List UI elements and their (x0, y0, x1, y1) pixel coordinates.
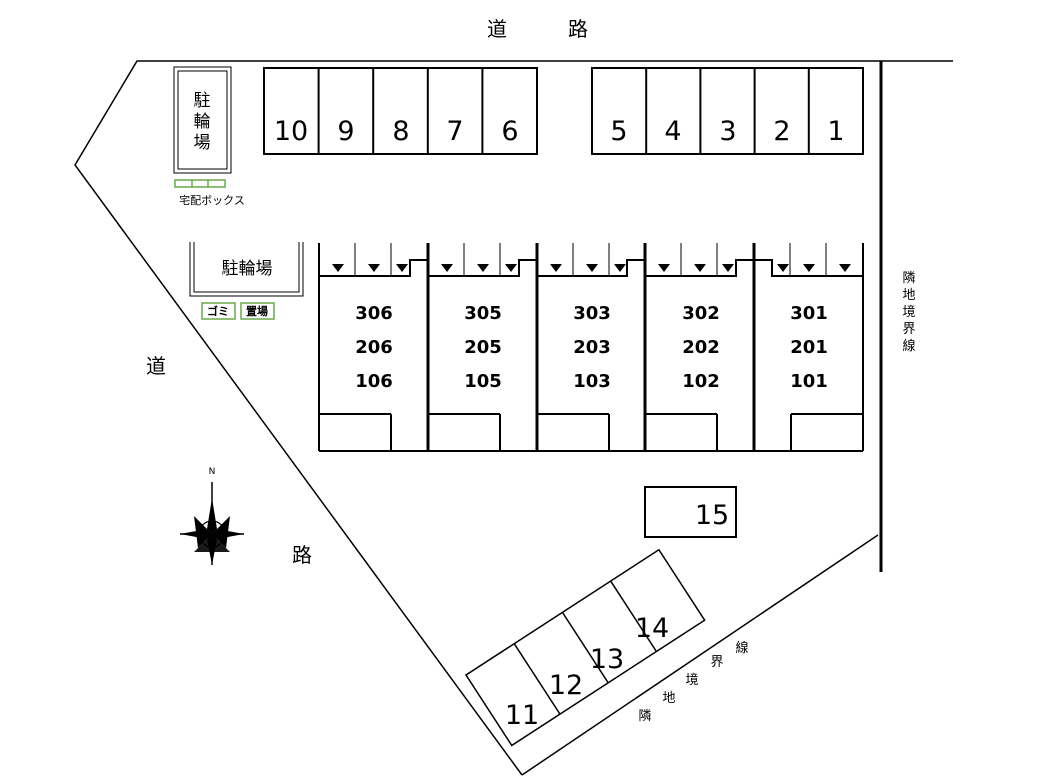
neighbor-boundary-label-right: 隣 地 境 界 線 (902, 270, 915, 354)
parking-space-number: 1 (827, 116, 844, 147)
road-left-char-2: 路 (292, 543, 312, 567)
parking-top-numbers: 10 9 8 7 6 5 4 3 2 1 (274, 116, 845, 147)
parking-space-number: 9 (337, 116, 354, 147)
bicycle-parking-top: 駐 輪 場 (173, 66, 232, 174)
unit-numbers: 306 206 106 305 205 105 303 203 103 302 … (355, 303, 828, 392)
parking-space-number: 4 (664, 116, 681, 147)
parking-top-group-left (263, 67, 538, 155)
neighbor-right-char: 界 (902, 322, 915, 337)
unit-number: 206 (355, 337, 393, 358)
delivery-box-label: 宅配ボックス (179, 193, 245, 207)
bicycle-top-char: 駐 (194, 91, 211, 111)
neighbor-right-char: 境 (902, 305, 915, 320)
garbage-area: ゴミ 置場 (201, 302, 275, 320)
compass-north-label: N (209, 467, 216, 477)
unit-number: 302 (682, 303, 720, 324)
building (318, 243, 864, 452)
parking-space-number: 10 (274, 116, 308, 147)
neighbor-bottom-char: 地 (662, 691, 675, 706)
unit-number: 202 (682, 337, 720, 358)
neighbor-bottom-char: 界 (710, 655, 723, 670)
neighbor-right-char: 隣 (902, 270, 915, 286)
neighbor-bottom-char: 隣 (638, 708, 651, 724)
unit-number: 203 (573, 337, 611, 358)
road-top-char-2: 路 (568, 17, 588, 41)
unit-number: 105 (464, 371, 502, 392)
parking-space-number: 6 (501, 116, 518, 147)
parking-space-number: 12 (549, 670, 583, 701)
bicycle-top-char: 場 (194, 133, 211, 153)
parking-bottom-numbers: 11 12 13 14 (505, 613, 669, 731)
neighbor-right-char: 地 (902, 288, 915, 303)
unit-number: 303 (573, 303, 611, 324)
unit-number: 301 (790, 303, 828, 324)
parking-space-number: 2 (773, 116, 790, 147)
parking-top-group-right (591, 67, 864, 155)
parking-space-number: 13 (590, 644, 624, 675)
parking-bottom-group (464, 548, 706, 747)
neighbor-bottom-char: 境 (685, 673, 698, 688)
unit-number: 306 (355, 303, 393, 324)
bicycle-middle-label: 駐輪場 (222, 259, 273, 279)
road-left-char-1: 道 (146, 354, 166, 378)
unit-number: 106 (355, 371, 393, 392)
neighbor-right-char: 線 (902, 338, 915, 354)
parking-space-number: 3 (719, 116, 736, 147)
bicycle-parking-middle (189, 242, 304, 297)
boundary-lines (74, 60, 953, 776)
neighbor-boundary-label-bottom: 隣 地 境 界 線 (638, 640, 748, 724)
parking-space-number: 7 (446, 116, 463, 147)
parking-space-15: 15 (644, 486, 737, 538)
unit-number: 103 (573, 371, 611, 392)
delivery-box: 宅配ボックス (174, 179, 245, 207)
unit-number: 101 (790, 371, 828, 392)
unit-number: 205 (464, 337, 502, 358)
unit-number: 201 (790, 337, 828, 358)
bicycle-top-char: 輪 (194, 112, 211, 132)
garbage-label-2: 置場 (246, 304, 268, 318)
road-top-char-1: 道 (487, 17, 507, 41)
compass-icon: N (180, 467, 244, 565)
entrance-arrows (332, 264, 851, 272)
garbage-label-1: ゴミ (207, 304, 229, 318)
unit-number: 305 (464, 303, 502, 324)
parking-space-number: 11 (505, 700, 539, 731)
unit-number: 102 (682, 371, 720, 392)
parking-space-number: 8 (392, 116, 409, 147)
parking-space-number: 14 (635, 613, 669, 644)
parking-space-number: 15 (695, 500, 729, 531)
neighbor-bottom-char: 線 (735, 640, 748, 656)
parking-space-number: 5 (610, 116, 627, 147)
